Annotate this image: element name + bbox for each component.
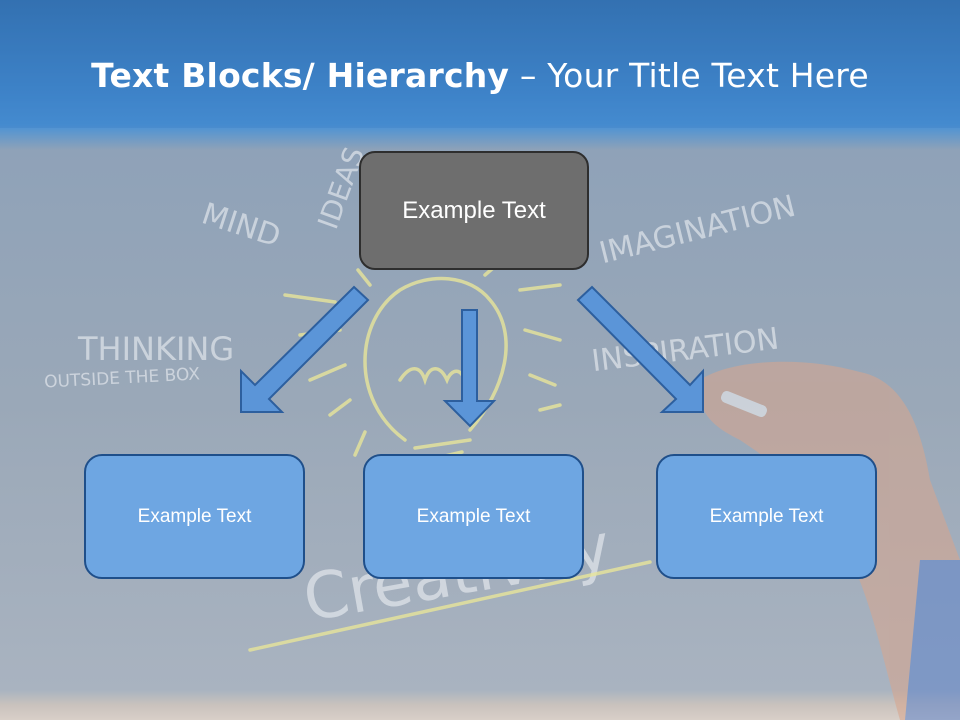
arrow-right bbox=[576, 285, 704, 413]
top-box[interactable]: Example Text bbox=[359, 151, 589, 270]
slide-title: Text Blocks/ Hierarchy – Your Title Text… bbox=[0, 56, 960, 95]
child-box-3[interactable]: Example Text bbox=[656, 454, 877, 579]
top-box-label: Example Text bbox=[402, 196, 546, 224]
title-rest-part: – Your Title Text Here bbox=[509, 56, 869, 95]
chalk-underline bbox=[248, 560, 652, 652]
arrow-left bbox=[240, 285, 370, 413]
child-box-1[interactable]: Example Text bbox=[84, 454, 305, 579]
child-box-2-label: Example Text bbox=[416, 505, 531, 527]
hand-drawing bbox=[700, 361, 960, 720]
child-box-1-label: Example Text bbox=[137, 505, 252, 527]
arrow-middle bbox=[442, 309, 497, 428]
bg-word-thinking: THINKING bbox=[77, 330, 234, 368]
title-bold-part: Text Blocks/ Hierarchy bbox=[91, 56, 510, 95]
child-box-3-label: Example Text bbox=[709, 505, 824, 527]
child-box-2[interactable]: Example Text bbox=[363, 454, 584, 579]
